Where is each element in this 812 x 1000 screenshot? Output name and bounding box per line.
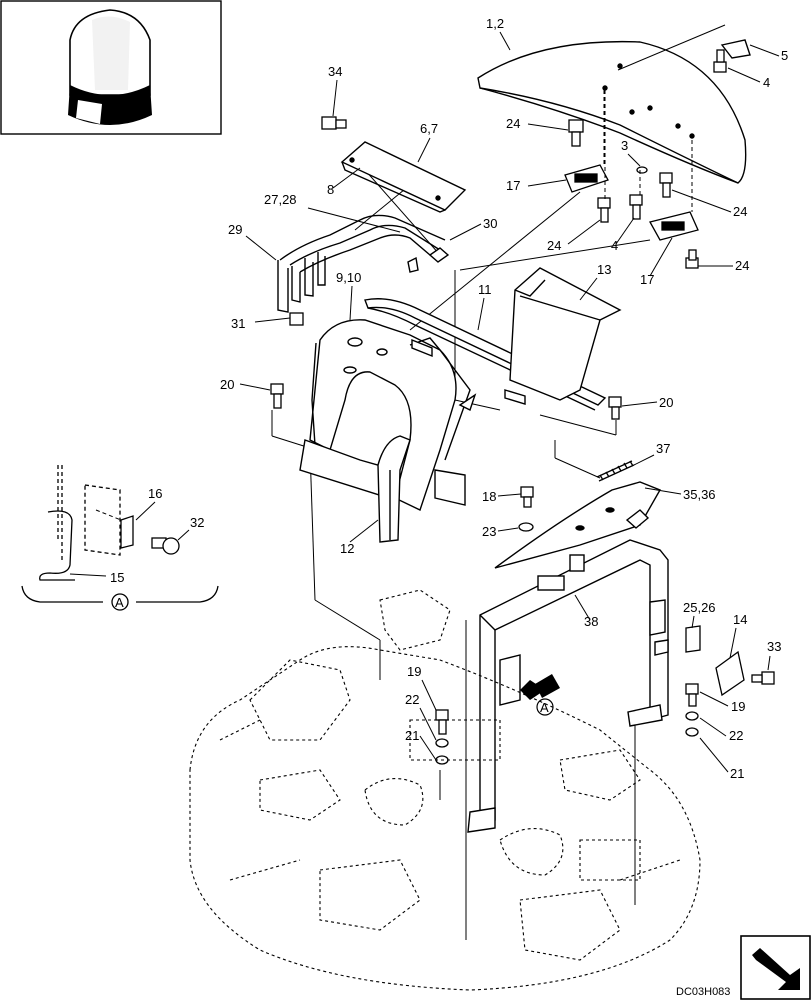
callout-11: 11 (478, 282, 492, 297)
callout-27-28: 27,28 (264, 192, 297, 207)
callout-3: 3 (621, 138, 628, 153)
bolts (270, 49, 775, 765)
machine-body-outline (189, 589, 701, 991)
clip-31 (289, 312, 304, 326)
callout-22b: 22 (729, 728, 743, 743)
callout-25-26: 25,26 (683, 600, 716, 615)
leader-lines (95, 24, 726, 940)
callout-21a: 21 (405, 728, 419, 743)
callout-1-2: 1,2 (486, 16, 504, 31)
bracket-27-28 (277, 214, 450, 313)
callout-9-10: 9,10 (336, 270, 361, 285)
rotating-beacon-icon (0, 0, 222, 135)
callout-38: 38 (584, 614, 598, 629)
plate-35-36 (494, 481, 662, 569)
detail-a (21, 465, 219, 611)
callout-12: 12 (340, 541, 354, 556)
callout-23: 23 (482, 524, 496, 539)
callout-17b: 17 (640, 272, 654, 287)
callout-4b: 4 (611, 238, 618, 253)
callout-a-detail: A (115, 595, 124, 610)
callout-20b: 20 (659, 395, 673, 410)
callout-34: 34 (328, 64, 342, 79)
callout-19a: 19 (407, 664, 421, 679)
hinge-upper (564, 164, 609, 193)
top-cover (477, 39, 751, 184)
panel-6-7 (340, 141, 467, 213)
callout-5: 5 (781, 48, 788, 63)
callout-a-arrow: A (540, 700, 549, 715)
spring-37 (596, 460, 635, 482)
callout-35-36: 35,36 (683, 487, 716, 502)
callout-31: 31 (231, 316, 245, 331)
callout-21b: 21 (730, 766, 744, 781)
bracket-12 (377, 435, 411, 543)
orientation-arrow-icon (740, 935, 811, 1000)
callout-29: 29 (228, 222, 242, 237)
callout-30: 30 (483, 216, 497, 231)
arrow-a-icon (520, 674, 560, 716)
callout-24c: 24 (547, 238, 561, 253)
callout-16: 16 (148, 486, 162, 501)
callout-17a: 17 (506, 178, 520, 193)
callout-22a: 22 (405, 692, 419, 707)
frame-38 (467, 539, 669, 833)
callout-18: 18 (482, 489, 496, 504)
callout-24d: 24 (735, 258, 749, 273)
callout-6-7: 6,7 (420, 121, 438, 136)
callout-24a: 24 (506, 116, 520, 131)
callout-19b: 19 (731, 699, 745, 714)
callout-4a: 4 (763, 75, 770, 90)
callout-24b: 24 (733, 204, 747, 219)
callout-32: 32 (190, 515, 204, 530)
callout-37: 37 (656, 441, 670, 456)
callout-8: 8 (327, 182, 334, 197)
drawing-code: DC03H083 (676, 986, 730, 998)
hinge-lower (649, 211, 699, 241)
callout-labels: 1,2 5 4 34 6,7 8 24 3 17 24 24 4 17 24 2… (110, 16, 788, 998)
callout-20a: 20 (220, 377, 234, 392)
callout-14: 14 (733, 612, 747, 627)
callout-33: 33 (767, 639, 781, 654)
duct-13 (509, 267, 622, 401)
callout-13: 13 (597, 262, 611, 277)
callout-15: 15 (110, 570, 124, 585)
brackets-25-26-14 (685, 625, 745, 697)
side-panel-9-10 (299, 319, 477, 511)
label-leaders (69, 31, 780, 773)
